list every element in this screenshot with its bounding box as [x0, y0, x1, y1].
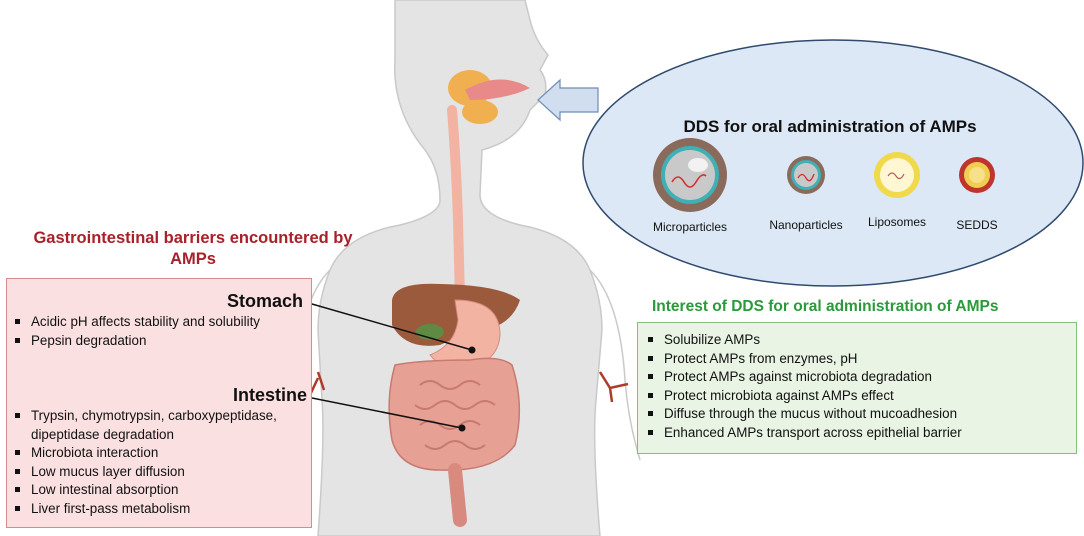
intestine-barrier-list: Trypsin, chymotrypsin, carboxypeptidase,…	[11, 407, 309, 518]
list-item: Low intestinal absorption	[11, 481, 309, 500]
intestine-heading: Intestine	[233, 385, 308, 405]
carrier-label-microparticles: Microparticles	[652, 220, 727, 234]
list-item: Diffuse through the mucus without mucoad…	[644, 405, 1070, 424]
barriers-title: Gastrointestinal barriers encountered by…	[33, 229, 353, 268]
dds-panel-ellipse	[582, 39, 1084, 287]
liposome-icon	[874, 152, 920, 198]
arrow-to-mouth	[537, 78, 599, 122]
interest-list: Solubilize AMPs Protect AMPs from enzyme…	[644, 331, 1070, 442]
list-item: Protect microbiota against AMPs effect	[644, 387, 1070, 406]
stomach-barrier-list: Acidic pH affects stability and solubili…	[11, 313, 307, 350]
dds-panel-title: DDS for oral administration of AMPs	[683, 117, 977, 136]
stomach-heading: Stomach	[227, 291, 304, 311]
list-item: Pepsin degradation	[11, 332, 307, 351]
list-item: Microbiota interaction	[11, 444, 309, 463]
carrier-label-sedds: SEDDS	[956, 218, 998, 232]
barriers-box: Stomach Acidic pH affects stability and …	[6, 278, 312, 528]
esophagus	[447, 105, 465, 305]
list-item: Acidic pH affects stability and solubili…	[11, 313, 307, 332]
list-item: Low mucus layer diffusion	[11, 463, 309, 482]
stomach-pointer-line	[304, 301, 473, 351]
sedds-icon	[959, 157, 995, 193]
intestines	[388, 357, 521, 527]
interest-box: Solubilize AMPs Protect AMPs from enzyme…	[637, 322, 1077, 454]
list-item: Trypsin, chymotrypsin, carboxypeptidase,…	[11, 407, 309, 444]
list-item: Liver first-pass metabolism	[11, 500, 309, 519]
intestine-pointer-line	[311, 397, 463, 429]
microparticle-icon	[653, 138, 727, 212]
carrier-label-liposomes: Liposomes	[867, 215, 927, 229]
list-item: Solubilize AMPs	[644, 331, 1070, 350]
carrier-label-nanoparticles: Nanoparticles	[769, 218, 843, 232]
list-item: Protect AMPs from enzymes, pH	[644, 350, 1070, 369]
list-item: Protect AMPs against microbiota degradat…	[644, 368, 1070, 387]
nanoparticle-icon	[787, 156, 825, 194]
list-item: Enhanced AMPs transport across epithelia…	[644, 424, 1070, 443]
interest-title: Interest of DDS for oral administration …	[652, 298, 999, 315]
blood-vessel-right	[598, 371, 629, 403]
salivary-glands	[448, 70, 530, 124]
